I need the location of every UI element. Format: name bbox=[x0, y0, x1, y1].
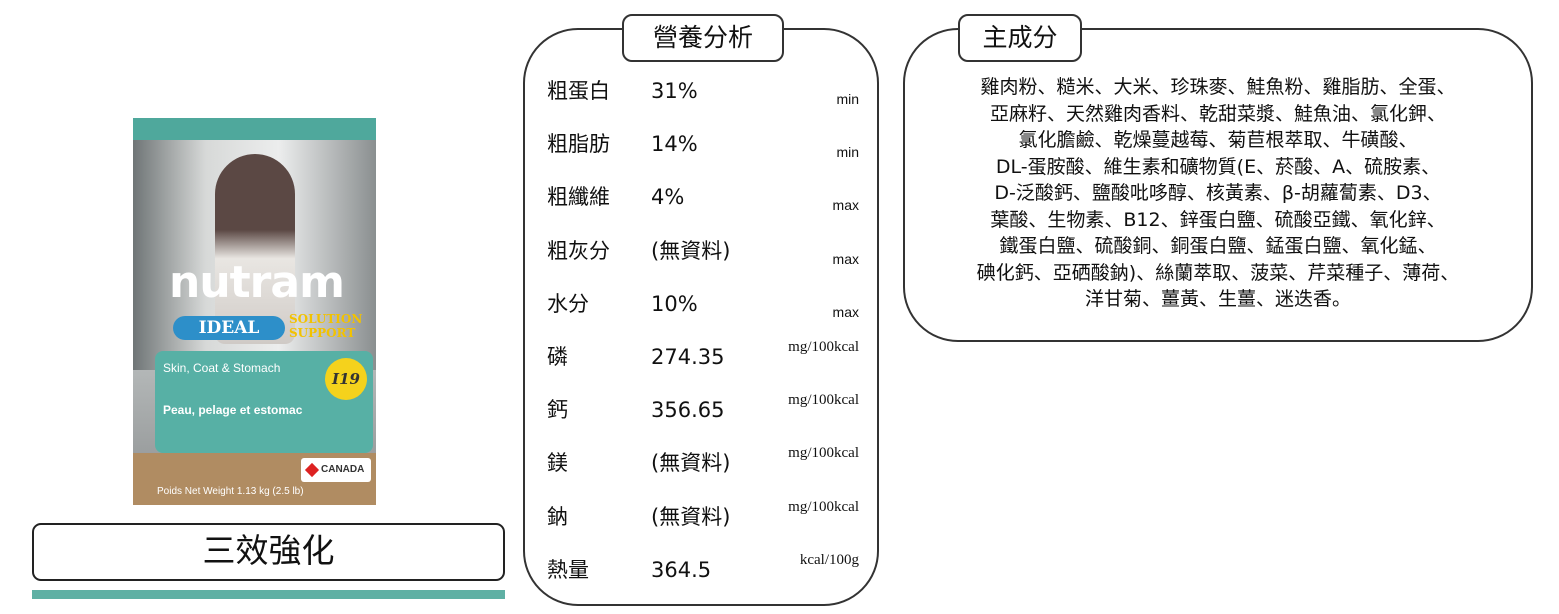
accent-bar bbox=[32, 590, 505, 599]
nutrient-label: 粗灰分 bbox=[547, 238, 610, 263]
ingredients-text: 雞肉粉、糙米、大米、珍珠麥、鮭魚粉、雞脂肪、全蛋、亞麻籽、天然雞肉香料、乾甜菜漿… bbox=[915, 74, 1521, 313]
ingredients-line: 氯化膽鹼、乾燥蔓越莓、菊苣根萃取、牛磺酸、 bbox=[1018, 129, 1418, 151]
nutrition-row: 粗蛋白 31% min bbox=[547, 77, 859, 107]
product-image: nutram IDEAL SOLUTION SUPPORT Skin, Coat… bbox=[133, 118, 376, 505]
nutrient-value: 10% bbox=[651, 291, 698, 316]
nutrition-row: 鎂 (無資料) mg/100kcal bbox=[547, 445, 859, 479]
ingredients-panel bbox=[903, 28, 1533, 342]
nutrient-value: 4% bbox=[651, 185, 685, 210]
nutrient-value: 356.65 bbox=[651, 398, 725, 423]
nutrient-value: 274.35 bbox=[651, 345, 725, 369]
ingredients-line: DL-蛋胺酸、維生素和礦物質(E、菸酸、A、硫胺素、 bbox=[995, 155, 1441, 178]
nutrient-label: 熱量 bbox=[547, 557, 589, 582]
net-weight: Poids Net Weight 1.13 kg (2.5 lb) bbox=[157, 486, 304, 497]
nutrient-unit: mg/100kcal bbox=[788, 445, 859, 462]
nutrient-unit: max bbox=[832, 197, 859, 214]
nutrition-title: 營養分析 bbox=[622, 14, 784, 62]
nutrient-unit: kcal/100g bbox=[799, 551, 859, 568]
ingredients-line: D-泛酸鈣、鹽酸吡哆醇、核黃素、β-胡蘿蔔素、D3、 bbox=[994, 182, 1442, 204]
brand-logo: nutram bbox=[169, 257, 345, 308]
nutrient-unit: mg/100kcal bbox=[788, 339, 859, 355]
origin-badge: CANADA bbox=[301, 458, 371, 482]
ingredients-line: 洋甘菊、薑黃、生薑、迷迭香。 bbox=[1084, 288, 1351, 310]
ingredients-line: 碘化鈣、亞硒酸鈉)、絲蘭萃取、菠菜、芹菜種子、薄荷、 bbox=[976, 261, 1460, 284]
nutrient-unit: min bbox=[836, 144, 859, 161]
nutrient-value: 364.5 bbox=[651, 557, 712, 582]
nutrient-label: 鈣 bbox=[547, 398, 568, 423]
nutrient-unit: max bbox=[832, 303, 859, 320]
nutrient-unit: max bbox=[832, 250, 859, 267]
ingredients-title: 主成分 bbox=[958, 14, 1082, 62]
nutrition-row: 磷 274.35 mg/100kcal bbox=[547, 339, 859, 373]
nutrition-row: 粗纖維 4% max bbox=[547, 183, 859, 213]
cat-photo bbox=[215, 154, 295, 344]
nutrition-row: 粗脂肪 14% min bbox=[547, 130, 859, 160]
nutrient-value: 14% bbox=[651, 132, 698, 157]
nutrient-value: (無資料) bbox=[651, 504, 731, 529]
nutrition-row: 水分 10% max bbox=[547, 290, 859, 320]
nutrient-unit: min bbox=[836, 91, 859, 107]
nutrition-row: 粗灰分 (無資料) max bbox=[547, 237, 859, 267]
nutrient-label: 水分 bbox=[547, 291, 589, 316]
nutrition-row: 鈉 (無資料) mg/100kcal bbox=[547, 499, 859, 533]
nutrient-label: 磷 bbox=[547, 345, 568, 369]
formula-name-fr: Peau, pelage et estomac bbox=[163, 403, 303, 417]
formula-name: Skin, Coat & Stomach bbox=[163, 361, 281, 375]
ingredients-line: 雞肉粉、糙米、大米、珍珠麥、鮭魚粉、雞脂肪、全蛋、 bbox=[980, 76, 1456, 98]
nutrient-label: 粗纖維 bbox=[547, 185, 610, 210]
nutrient-label: 鈉 bbox=[547, 504, 568, 529]
nutrition-row: 熱量 364.5 kcal/100g bbox=[547, 552, 859, 586]
nutrition-row: 鈣 356.65 mg/100kcal bbox=[547, 392, 859, 426]
nutrient-label: 鎂 bbox=[547, 451, 568, 476]
nutrient-label: 粗脂肪 bbox=[547, 132, 610, 157]
nutrient-value: (無資料) bbox=[651, 451, 731, 476]
nutrient-value: 31% bbox=[651, 79, 698, 103]
nutrient-value: (無資料) bbox=[651, 238, 731, 263]
ingredients-line: 亞麻籽、天然雞肉香料、乾甜菜漿、鮭魚油、氯化鉀、 bbox=[989, 102, 1446, 125]
nutrient-label: 粗蛋白 bbox=[547, 79, 610, 103]
ingredients-line: 鐵蛋白鹽、硫酸銅、銅蛋白鹽、錳蛋白鹽、氧化錳、 bbox=[999, 235, 1437, 257]
caption: 三效強化 bbox=[32, 523, 505, 581]
sub-label: SOLUTION SUPPORT bbox=[289, 312, 363, 340]
formula-code-badge: I19 bbox=[325, 358, 367, 400]
nutrient-unit: mg/100kcal bbox=[788, 392, 859, 409]
line-label: IDEAL bbox=[173, 316, 285, 340]
ingredients-line: 葉酸、生物素、B12、鋅蛋白鹽、硫酸亞鐵、氧化鋅、 bbox=[990, 208, 1446, 231]
nutrient-unit: mg/100kcal bbox=[788, 498, 859, 515]
nutrition-panel bbox=[523, 28, 879, 606]
